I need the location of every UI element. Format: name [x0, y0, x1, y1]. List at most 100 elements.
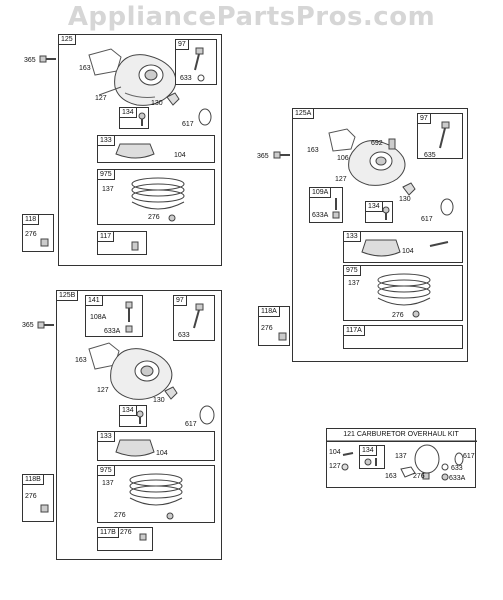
- assembly-tag: 125B: [57, 291, 79, 301]
- sub-tag-975: 975: [98, 170, 115, 180]
- bowl-975-illustration: [377, 273, 431, 318]
- sub-tag-141: 141: [86, 296, 103, 306]
- sub-box-133: 133 104: [97, 431, 215, 461]
- callout-276: 276: [413, 473, 425, 480]
- callout-127: 127: [97, 387, 109, 394]
- nut-118b-illustration: [40, 504, 49, 513]
- callout-163: 163: [307, 147, 319, 154]
- callout-163: 163: [385, 473, 397, 480]
- nut-118a-illustration: [278, 332, 287, 341]
- assembly-tag: 125: [59, 35, 76, 45]
- sub-tag-975: 975: [98, 466, 115, 476]
- float-133-illustration: [115, 143, 155, 159]
- callout-617: 617: [463, 453, 475, 460]
- sub-box-109a: 109A 633A: [309, 187, 343, 223]
- assembly-box-125: 125 163 127 130 617 97 633 134: [58, 34, 222, 266]
- needle-141-illustration: [125, 301, 133, 333]
- needle-109a-illustration: [332, 198, 340, 219]
- callout-163: 163: [79, 65, 91, 72]
- callout-137: 137: [102, 186, 114, 193]
- bowl-975-illustration: [131, 177, 185, 222]
- sub-tag-118: 118: [23, 215, 40, 225]
- callout-276-118: 276: [25, 231, 37, 238]
- callout-633a: 633A: [104, 328, 121, 335]
- callout-365-b: 365: [257, 153, 269, 160]
- carburetor-125b-illustration: [88, 342, 215, 425]
- sub-box-141: 141 108A 633A: [85, 295, 143, 337]
- sub-box-117b: 117B 276: [97, 527, 153, 551]
- sub-box-975: 975 137 276: [97, 465, 215, 523]
- float-133-illustration: [115, 439, 155, 457]
- sub-tag-134: 134: [360, 446, 377, 456]
- callout-276: 276: [114, 512, 126, 519]
- sub-tag-97: 97: [418, 114, 431, 124]
- sub-box-117a: 117A: [343, 325, 463, 349]
- sub-tag-117: 117: [98, 232, 115, 242]
- bowl-975-illustration: [129, 473, 183, 520]
- sub-tag-109a: 109A: [310, 188, 332, 198]
- callout-635: 635: [424, 152, 436, 159]
- sub-tag-134: 134: [120, 108, 137, 118]
- carburetor-125a-illustration: [328, 128, 454, 216]
- sub-box-134: 134: [119, 107, 149, 129]
- sub-box-97: 97 633: [173, 295, 215, 341]
- sub-tag-97: 97: [176, 40, 189, 50]
- screw-97-illustration: [194, 47, 205, 82]
- watermark: AppliancePartsPros.com: [67, 2, 436, 32]
- screw-365-b-icon: [273, 151, 290, 159]
- assembly-box-125a: 125A 163 106 692 127 130 617 97 635 109A…: [292, 108, 468, 362]
- callout-633a: 633A: [312, 212, 329, 219]
- callout-365-c: 365: [22, 322, 34, 329]
- sub-box-134: 134: [119, 405, 147, 427]
- callout-276: 276: [148, 214, 160, 221]
- callout-617: 617: [185, 421, 197, 428]
- assembly-box-125b: 125B 163 127 130 617 141 108A 633A 97 63…: [56, 290, 222, 560]
- sub-box-134: 134: [365, 201, 393, 223]
- nut-117-illustration: [131, 241, 139, 251]
- callout-104: 104: [156, 450, 168, 457]
- callout-108a: 108A: [90, 314, 107, 321]
- sub-box-975: 975 137 276: [343, 265, 463, 321]
- overhaul-kit-box: 121 CARBURETOR OVERHAUL KIT 104 127 137 …: [326, 428, 477, 488]
- sub-tag-118b: 118B: [23, 475, 44, 485]
- carburetor-125-illustration: [88, 48, 212, 152]
- jet-134-illustration: [136, 410, 144, 424]
- sub-tag-133: 133: [98, 432, 115, 442]
- nut-118-illustration: [40, 238, 49, 247]
- float-133-illustration: [361, 239, 449, 257]
- screw-97-illustration: [193, 303, 204, 329]
- callout-276-118b: 276: [25, 493, 37, 500]
- kit-title: 121 CARBURETOR OVERHAUL KIT: [343, 431, 459, 438]
- callout-365-a: 365: [24, 57, 36, 64]
- sub-tag-134: 134: [366, 202, 383, 212]
- callout-127: 127: [335, 176, 347, 183]
- sub-tag-133: 133: [344, 232, 361, 242]
- jet-134-illustration: [138, 112, 146, 126]
- sub-tag-118a: 118A: [259, 307, 280, 317]
- callout-137: 137: [102, 480, 114, 487]
- sub-tag-117b: 117B: [98, 528, 119, 538]
- sub-box-118a: 118A 276: [258, 306, 290, 346]
- screw-365-a-icon: [39, 55, 56, 63]
- nut-117b-illustration: [139, 533, 147, 541]
- callout-633a: 633A: [449, 475, 466, 482]
- sub-box-975: 975 137 276: [97, 169, 215, 225]
- sub-tag-134: 134: [120, 406, 137, 416]
- sub-box-134: 134: [359, 445, 385, 469]
- sub-box-117: 117: [97, 231, 147, 255]
- callout-633: 633: [178, 332, 190, 339]
- callout-137: 137: [348, 280, 360, 287]
- sub-box-97: 97 635: [417, 113, 463, 159]
- callout-276: 276: [392, 312, 404, 319]
- callout-617: 617: [421, 216, 433, 223]
- callout-130: 130: [151, 100, 163, 107]
- callout-276-117b: 276: [120, 529, 132, 536]
- callout-130: 130: [399, 196, 411, 203]
- sub-tag-133: 133: [98, 136, 115, 146]
- callout-633: 633: [180, 75, 192, 82]
- sub-tag-97: 97: [174, 296, 187, 306]
- sub-box-97: 97 633: [175, 39, 217, 85]
- callout-127: 127: [329, 463, 341, 470]
- screw-365-c-icon: [37, 321, 54, 329]
- callout-104: 104: [174, 152, 186, 159]
